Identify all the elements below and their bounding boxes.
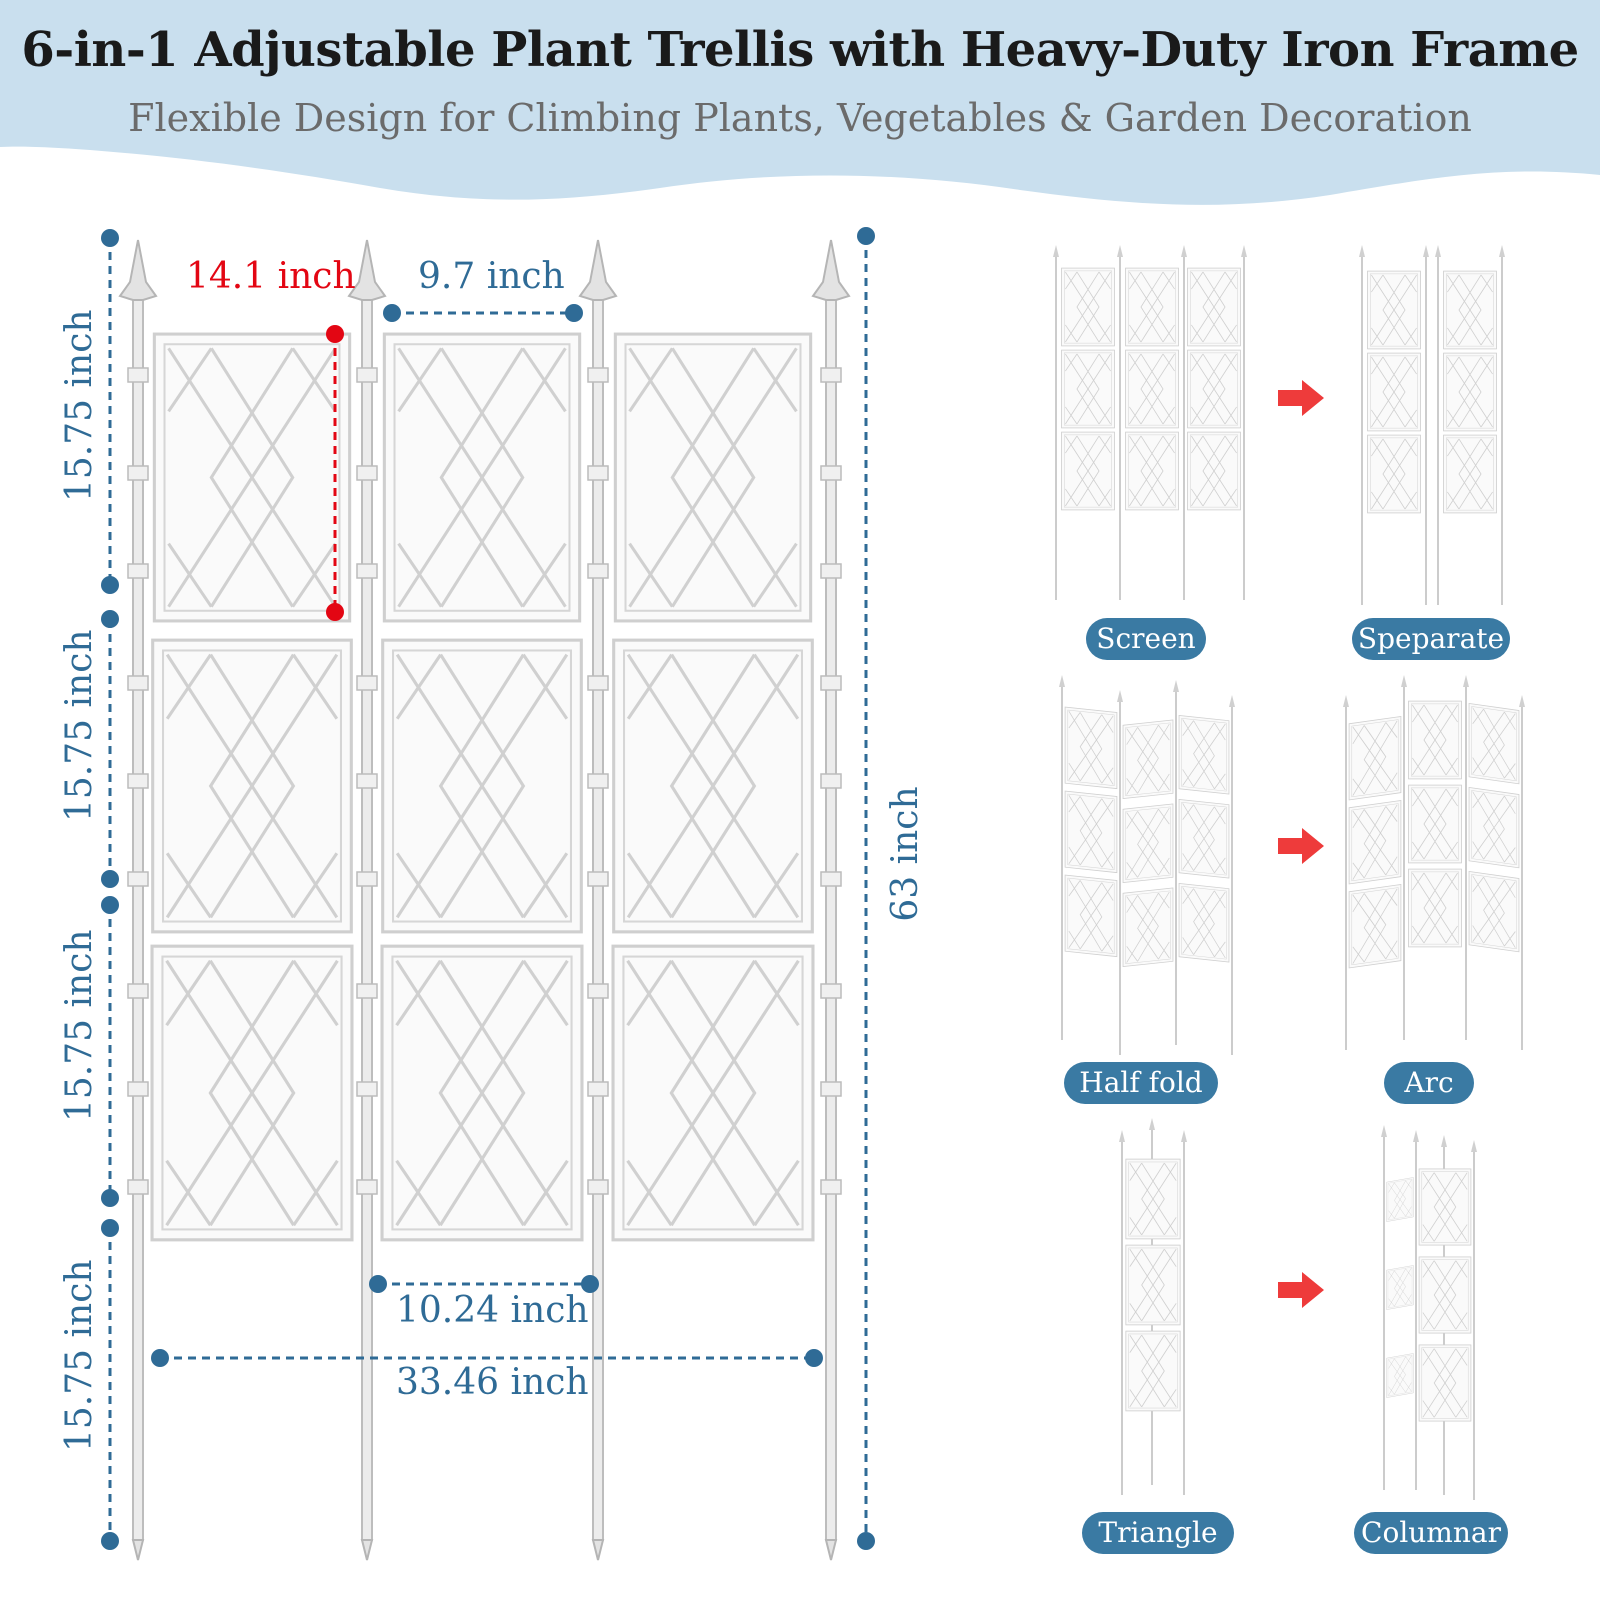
section-3-label: 15.75 inch	[59, 929, 100, 1122]
section-1-label: 15.75 inch	[59, 309, 100, 502]
mode-arc-image	[1343, 675, 1525, 1050]
mode-label-triangle: Triangle	[1082, 1512, 1234, 1554]
gap-top-line	[383, 304, 583, 322]
total-height-label: 63 inch	[885, 786, 926, 922]
trellis-panels	[150, 332, 815, 1242]
arrow-icon	[1278, 380, 1324, 416]
arrow-icon	[1278, 828, 1324, 864]
mode-label-columnar: Columnar	[1354, 1512, 1508, 1554]
mode-label-half-fold: Half fold	[1064, 1062, 1218, 1104]
mode-triangle-image	[1119, 1118, 1187, 1495]
header-wave-background	[0, 0, 1600, 205]
trellis-posts	[118, 239, 851, 1561]
section-2-label: 15.75 inch	[59, 629, 100, 822]
panel-height-marker	[326, 325, 344, 621]
mode-half-fold-image	[1059, 675, 1235, 1055]
post-clips	[127, 367, 842, 1195]
total-width-line	[151, 1349, 823, 1367]
page-title: 6-in-1 Adjustable Plant Trellis with Hea…	[21, 22, 1579, 78]
mode-screen-image	[1053, 245, 1247, 600]
arrow-icon	[1278, 1272, 1324, 1308]
mode-label-separate: Speparate	[1352, 618, 1510, 660]
mode-separate-image	[1359, 245, 1505, 605]
page-subtitle: Flexible Design for Climbing Plants, Veg…	[128, 96, 1472, 140]
mode-label-arc: Arc	[1384, 1062, 1474, 1104]
mode-columnar-image	[1381, 1125, 1477, 1500]
left-dimension-dots	[101, 229, 119, 1550]
gap-top-label: 9.7 inch	[418, 256, 565, 297]
section-4-label: 15.75 inch	[59, 1259, 100, 1452]
panel-height-label: 14.1 inch	[186, 256, 356, 297]
panel-width-line	[369, 1275, 599, 1293]
total-height-line	[857, 227, 875, 1550]
panel-width-label: 10.24 inch	[396, 1290, 589, 1331]
total-width-label: 33.46 inch	[396, 1362, 589, 1403]
mode-label-screen: Screen	[1086, 618, 1206, 660]
